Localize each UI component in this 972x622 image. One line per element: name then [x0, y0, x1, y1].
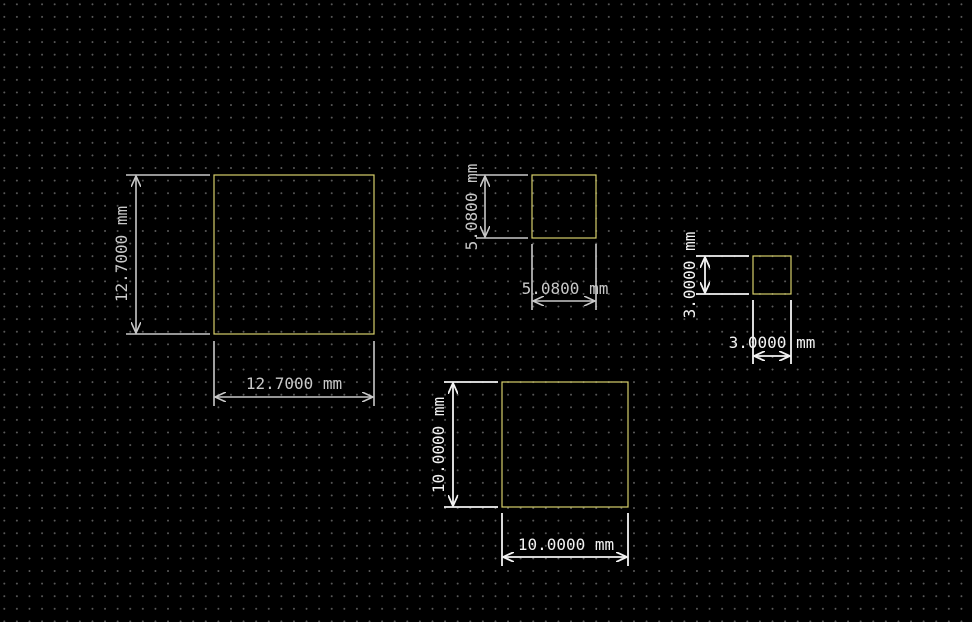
width-label: 10.0000 mm — [518, 535, 614, 554]
square-10-group[interactable]: 10.0000 mm 10.0000 mm — [429, 381, 629, 566]
width-label: 12.7000 mm — [246, 374, 342, 393]
height-label: 12.7000 mm — [112, 206, 131, 302]
width-label: 5.0800 mm — [522, 279, 609, 298]
square-12-7-group[interactable]: 12.7000 mm 12.7000 mm — [112, 174, 375, 406]
height-label: 3.0000 mm — [680, 232, 699, 319]
height-dimension[interactable] — [126, 174, 210, 335]
height-label: 10.0000 mm — [429, 397, 448, 493]
square-3-group[interactable]: 3.0000 mm 3.0000 mm — [680, 232, 815, 364]
width-label: 3.0000 mm — [729, 333, 816, 352]
square-outline[interactable] — [531, 174, 597, 239]
height-dimension[interactable] — [444, 381, 498, 508]
width-dimension[interactable] — [213, 341, 375, 406]
height-dimension[interactable] — [696, 255, 749, 295]
square-5-08-group[interactable]: 5.0800 mm 5.0800 mm — [462, 164, 608, 310]
height-dimension[interactable] — [476, 174, 528, 239]
square-outline[interactable] — [213, 174, 375, 335]
width-dimension[interactable] — [531, 244, 597, 310]
width-dimension[interactable] — [501, 513, 629, 566]
height-label: 5.0800 mm — [462, 164, 481, 251]
square-outline[interactable] — [752, 255, 792, 295]
square-outline[interactable] — [501, 381, 629, 508]
width-dimension[interactable] — [752, 300, 792, 364]
